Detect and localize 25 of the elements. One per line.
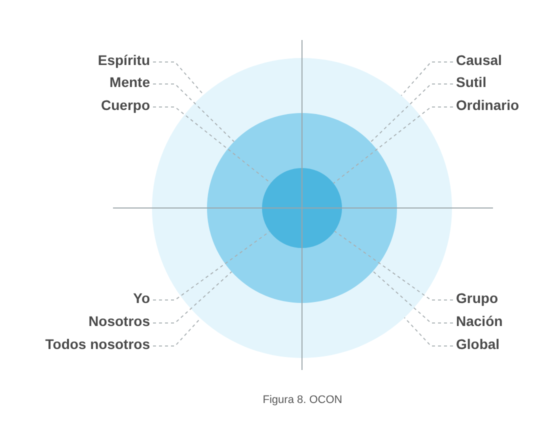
ring-label: Causal [456,52,502,68]
leader-line [370,84,454,143]
leader-line [333,106,454,184]
ring-label: Grupo [456,290,498,306]
ring-label: Cuerpo [101,96,150,114]
ring-label: Espíritu [98,52,150,68]
leader-line [400,62,454,96]
ring-label: Global [456,336,500,352]
leader-line [152,318,201,346]
ring-label: Todos nosotros [45,336,150,352]
ring-label: Sutil [456,74,486,90]
leader-line [334,230,454,300]
ring-label: Nación [456,312,503,330]
leader-line [152,271,232,324]
leader-line [152,84,234,142]
leader-line [404,317,454,346]
leader-line [372,270,454,324]
ring-label: Ordinario [456,96,520,114]
ring-label: Nosotros [88,312,150,330]
ring-label: Yo [133,290,150,306]
leader-line [152,62,204,96]
figure-caption: Figura 8. OCON [262,394,342,406]
leader-line [152,231,270,300]
leader-line [152,106,272,184]
ring-label: Mente [110,74,150,90]
